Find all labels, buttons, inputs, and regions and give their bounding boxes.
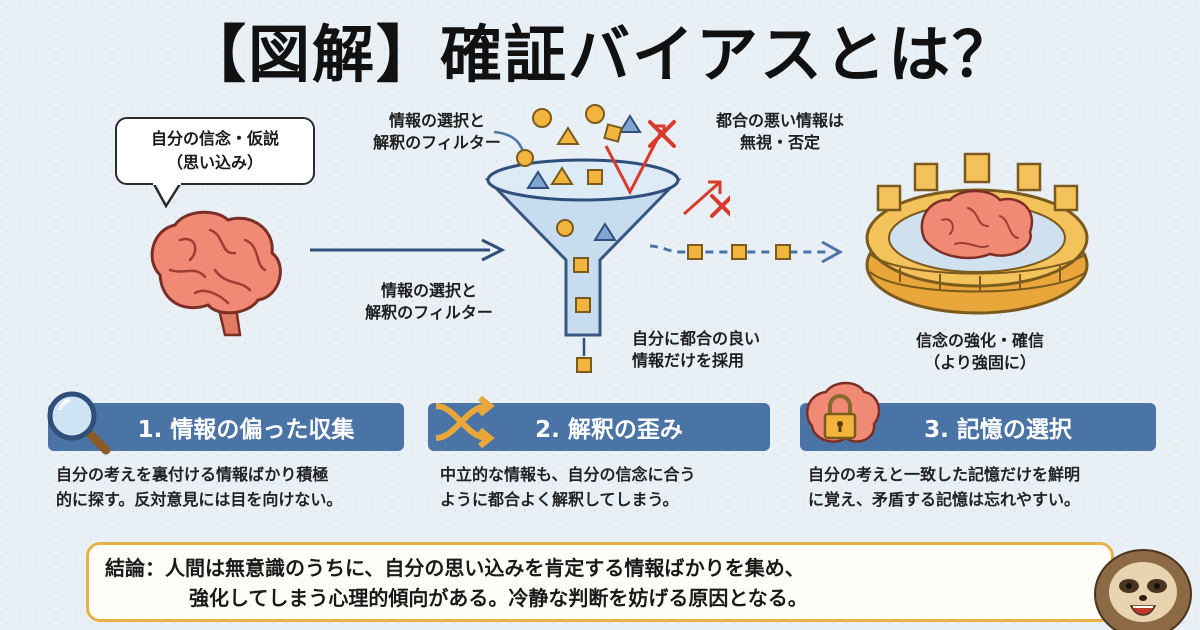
magnifier-icon — [47, 391, 111, 455]
accepted-info-path — [650, 240, 844, 264]
brain-icon — [150, 210, 282, 337]
step-1-desc-line2: 的に探す。反対意見には目を向けない。 — [56, 490, 343, 509]
belief-speech-bubble: 自分の信念・仮説 （思い込み） — [115, 117, 315, 185]
filter-label-mid-line1: 情報の選択と — [380, 281, 477, 300]
step-2-desc-line1: 中立的な情報も、自分の信念に合う — [440, 465, 696, 484]
step-1-description: 自分の考えを裏付ける情報ばかり積極 的に探す。反対意見には目を向けない。 — [56, 462, 342, 512]
reject-label-line2: 無視・否定 — [739, 133, 820, 152]
belief-bubble-line2: （思い込み） — [166, 153, 263, 172]
reinforce-label-line2: （より強固に） — [924, 353, 1036, 372]
conclusion-line2: 強化してしまう心理的傾向がある。冷静な判断を妨げる原因となる。 — [189, 586, 808, 610]
conclusion-box: 結論：人間は無意識のうちに、自分の思い込みを肯定する情報ばかりを集め、 強化して… — [86, 542, 1114, 622]
shuffle-arrows-icon — [435, 395, 495, 449]
reinforce-label: 信念の強化・確信 （より強固に） — [880, 330, 1080, 374]
reject-label-line1: 都合の悪い情報は — [715, 111, 844, 130]
step-1-desc-line1: 自分の考えを裏付ける情報ばかり積極 — [56, 465, 329, 484]
walled-brain-icon — [865, 152, 1089, 315]
step-2-description: 中立的な情報も、自分の信念に合う ように都合よく解釈してしまう。 — [440, 462, 696, 512]
sloth-mascot-icon — [1094, 549, 1192, 630]
filter-label-top-line1: 情報の選択と — [388, 111, 485, 130]
step-3-description: 自分の考えと一致した記憶だけを鮮明 に覚え、矛盾する記憶は忘れやすい。 — [808, 462, 1080, 512]
step-2-label: 2. 解釈の歪み — [535, 417, 683, 443]
reject-x-icon — [710, 194, 730, 218]
bubble-tail — [152, 182, 182, 209]
locked-brain-icon — [806, 381, 880, 443]
conclusion-line1: 結論：人間は無意識のうちに、自分の思い込みを肯定する情報ばかりを集め、 — [105, 556, 805, 580]
step-3-desc-line1: 自分の考えと一致した記憶だけを鮮明 — [808, 465, 1081, 484]
filter-funnel-icon — [484, 104, 682, 373]
filter-label-top: 情報の選択と 解釈のフィルター — [362, 110, 512, 154]
page-title: 【図解】確証バイアスとは？ — [183, 18, 1016, 91]
filter-label-mid: 情報の選択と 解釈のフィルター — [354, 280, 504, 324]
reject-label: 都合の悪い情報は 無視・否定 — [690, 110, 870, 154]
step-2-desc-line2: ように都合よく解釈してしまう。 — [440, 490, 679, 509]
reinforce-label-line1: 信念の強化・確信 — [915, 331, 1044, 350]
flow-arrow — [310, 238, 506, 262]
filter-label-mid-line2: 解釈のフィルター — [365, 303, 493, 322]
adopt-label-line1: 自分に都合の良い — [632, 329, 761, 348]
step-1-label: 1. 情報の偏った収集 — [137, 417, 355, 443]
rejected-info-arrows — [604, 120, 730, 218]
adopt-label-line2: 情報だけを採用 — [632, 351, 745, 370]
filter-label-top-line2: 解釈のフィルター — [373, 133, 501, 152]
step-1-bar: 1. 情報の偏った収集 — [48, 403, 404, 451]
step-3-desc-line2: に覚え、矛盾する記憶は忘れやすい。 — [808, 490, 1081, 509]
adopt-label: 自分に都合の良い 情報だけを採用 — [632, 328, 812, 372]
reject-x-icon — [648, 120, 676, 148]
belief-bubble-line1: 自分の信念・仮説 — [150, 129, 279, 148]
step-3-label: 3. 記憶の選択 — [924, 417, 1072, 443]
